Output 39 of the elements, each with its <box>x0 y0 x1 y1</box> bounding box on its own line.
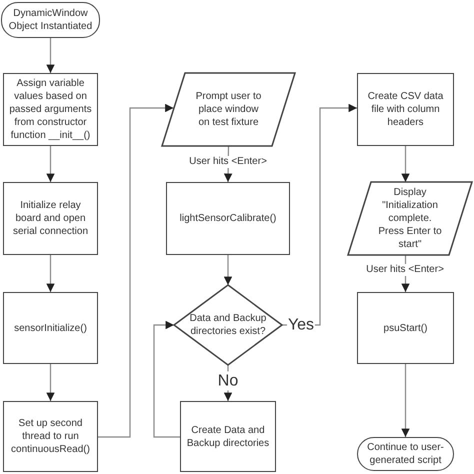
node-text: sensorInitialize() <box>14 322 87 334</box>
terminal-box <box>1 2 100 38</box>
node-text: Set up second thread to run continuousRead() <box>10 417 91 456</box>
arrow <box>401 364 410 437</box>
node-text: Create CSV data file with column headers <box>366 90 444 129</box>
node-text: Prompt user to place window on test fixture <box>194 90 262 129</box>
edge-label: User hits <Enter> <box>365 264 445 276</box>
edge-label: User hits <Enter> <box>188 156 268 168</box>
node-text: Continue to user-generated script <box>366 441 445 467</box>
process-box <box>166 182 290 255</box>
arrow <box>46 38 55 73</box>
process-box <box>180 401 276 472</box>
arrow <box>46 146 55 182</box>
node-text: Data and Backup directories exist? <box>188 312 268 338</box>
arrow <box>282 104 357 326</box>
process-box <box>3 292 98 364</box>
node-text: DynamicWindow Object Instantiated <box>8 7 94 33</box>
arrow <box>224 255 232 285</box>
arrow <box>46 255 55 292</box>
node-text: psuStart() <box>384 322 428 334</box>
arrow <box>46 364 55 401</box>
input-output-parallelogram <box>162 73 295 146</box>
process-box <box>357 73 454 146</box>
node-text: Create Data and Backup directories <box>186 424 270 450</box>
input-output-parallelogram <box>348 182 472 255</box>
edge-label: No <box>216 371 240 391</box>
process-box <box>3 182 98 255</box>
decision-diamond <box>174 285 282 365</box>
terminal-box <box>357 437 454 471</box>
node-text: Assign variable values based on passed arguments from constructor function __init__() <box>8 77 93 142</box>
arrow <box>224 365 232 401</box>
node-text: lightSensorCalibrate() <box>180 212 276 225</box>
process-box <box>357 292 454 364</box>
node-text: Initialize relay board and open serial connection <box>12 199 90 238</box>
node-text: Display "Initialization complete. Press Enter to start" <box>378 186 442 251</box>
arrow <box>153 320 180 438</box>
arrow <box>401 146 410 182</box>
arrow <box>98 104 174 438</box>
process-box <box>3 401 98 472</box>
